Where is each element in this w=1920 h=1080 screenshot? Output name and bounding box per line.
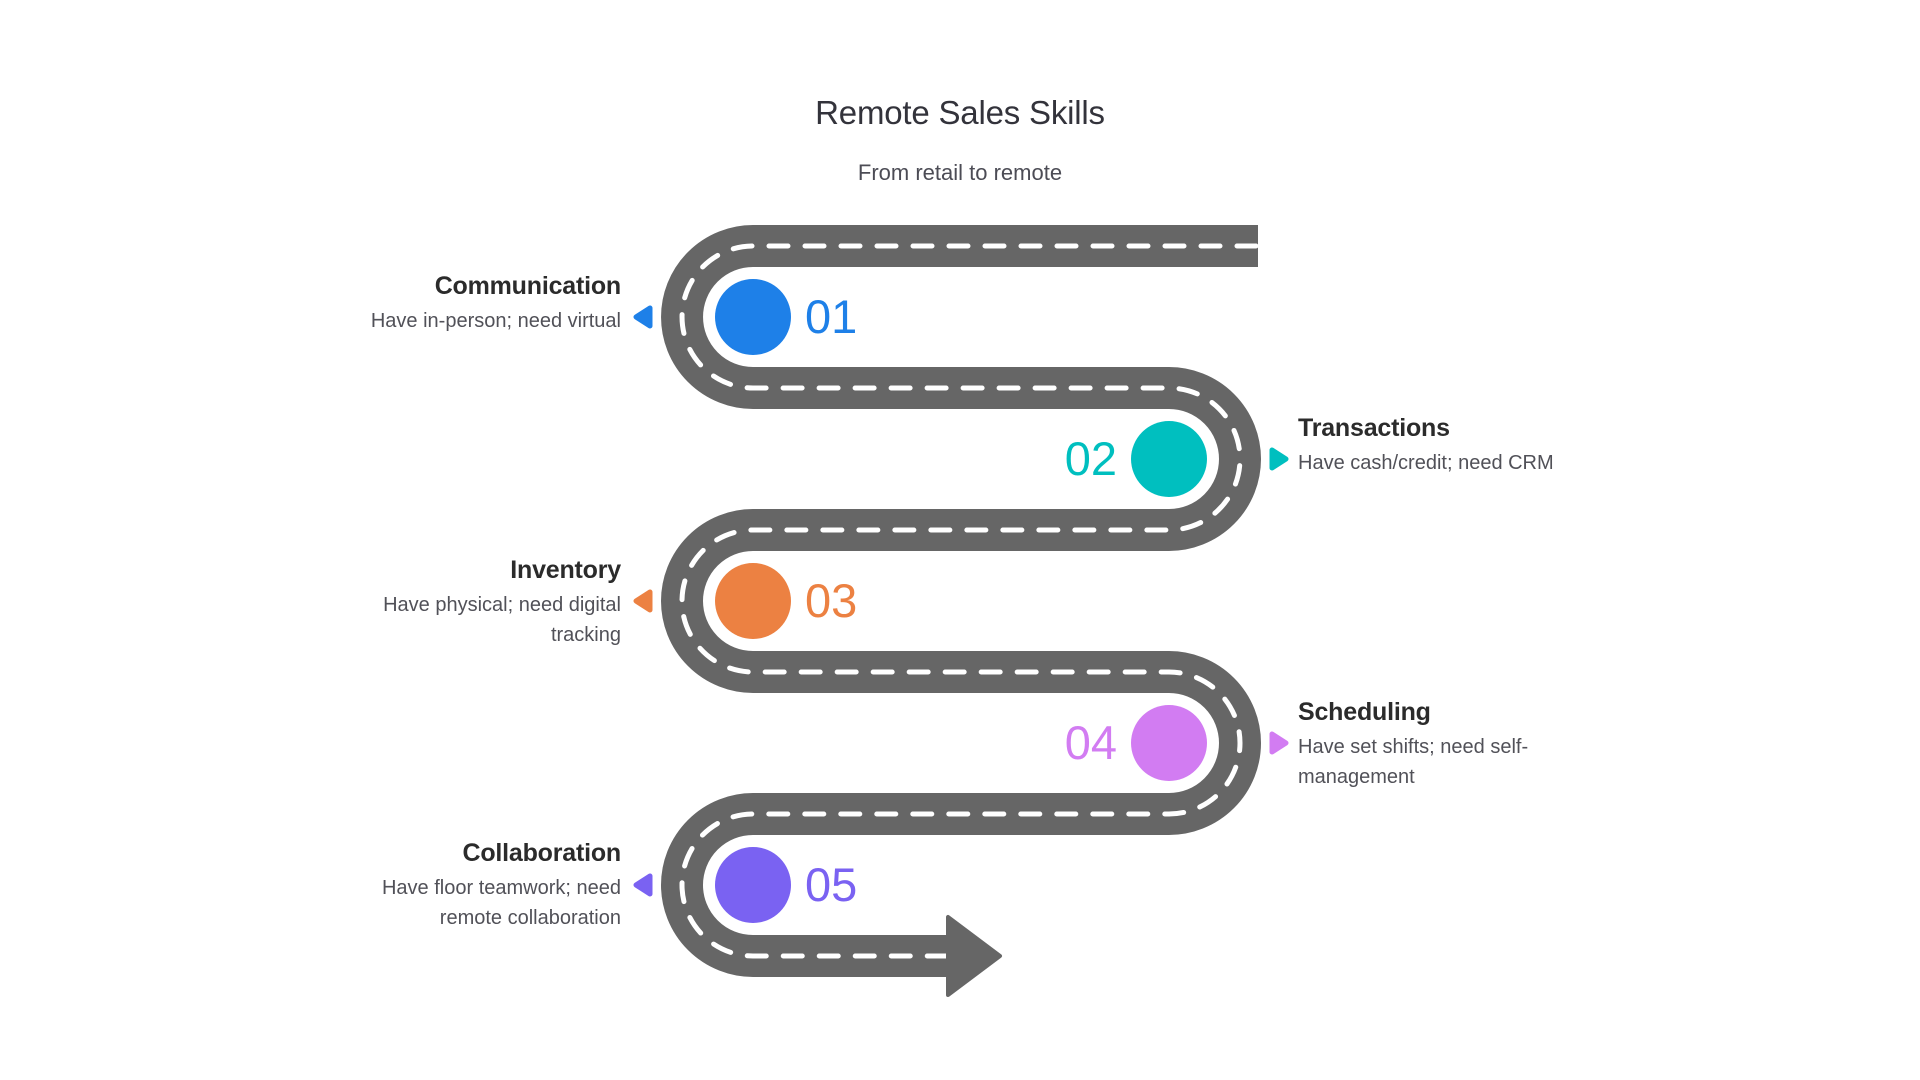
milestone-1-label: Communication <box>434 272 621 300</box>
milestone-1-dot <box>715 279 791 355</box>
milestone-3-dot <box>715 563 791 639</box>
milestone-2-block: Transactions Have cash/credit; need CRM <box>1298 412 1554 478</box>
milestone-5-label: Collaboration <box>462 839 621 867</box>
milestone-2-label: Transactions <box>1298 414 1450 442</box>
milestone-4-pointer-right-icon <box>1269 731 1289 755</box>
milestone-5-dot <box>715 847 791 923</box>
milestone-4-block: Scheduling Have set shifts; need self-ma… <box>1298 696 1563 792</box>
milestone-3-description: Have physical; need digital tracking <box>383 594 621 646</box>
milestone-3-number: 03 <box>805 574 857 627</box>
milestone-2-number: 02 <box>1065 432 1117 485</box>
milestone-5-block: Collaboration Have floor teamwork; need … <box>356 837 621 933</box>
milestone-4-label: Scheduling <box>1298 698 1431 726</box>
milestone-2-dot <box>1131 421 1207 497</box>
page-subtitle: From retail to remote <box>857 160 1063 185</box>
milestone-3-pointer-left-icon <box>633 589 653 613</box>
milestone-4-description: Have set shifts; need self-management <box>1298 736 1529 788</box>
milestone-4-number: 04 <box>1065 716 1117 769</box>
milestone-5-number: 05 <box>805 858 857 911</box>
page-title: Remote Sales Skills <box>815 94 1105 131</box>
milestone-1-block: Communication Have in-person; need virtu… <box>371 270 621 336</box>
milestone-2-pointer-right-icon <box>1269 447 1289 471</box>
milestone-5-pointer-left-icon <box>633 873 653 897</box>
milestone-3-block: Inventory Have physical; need digital tr… <box>356 554 621 650</box>
milestone-3-label: Inventory <box>510 556 621 584</box>
milestone-1-description: Have in-person; need virtual <box>370 310 621 332</box>
milestone-1-pointer-left-icon <box>633 305 653 329</box>
road-end-arrow-icon <box>946 915 1002 997</box>
milestone-1-number: 01 <box>805 290 857 343</box>
milestone-5-description: Have floor teamwork; need remote collabo… <box>381 877 621 929</box>
milestone-2-description: Have cash/credit; need CRM <box>1298 452 1554 474</box>
road-center-line <box>679 243 1259 959</box>
milestone-4-dot <box>1131 705 1207 781</box>
